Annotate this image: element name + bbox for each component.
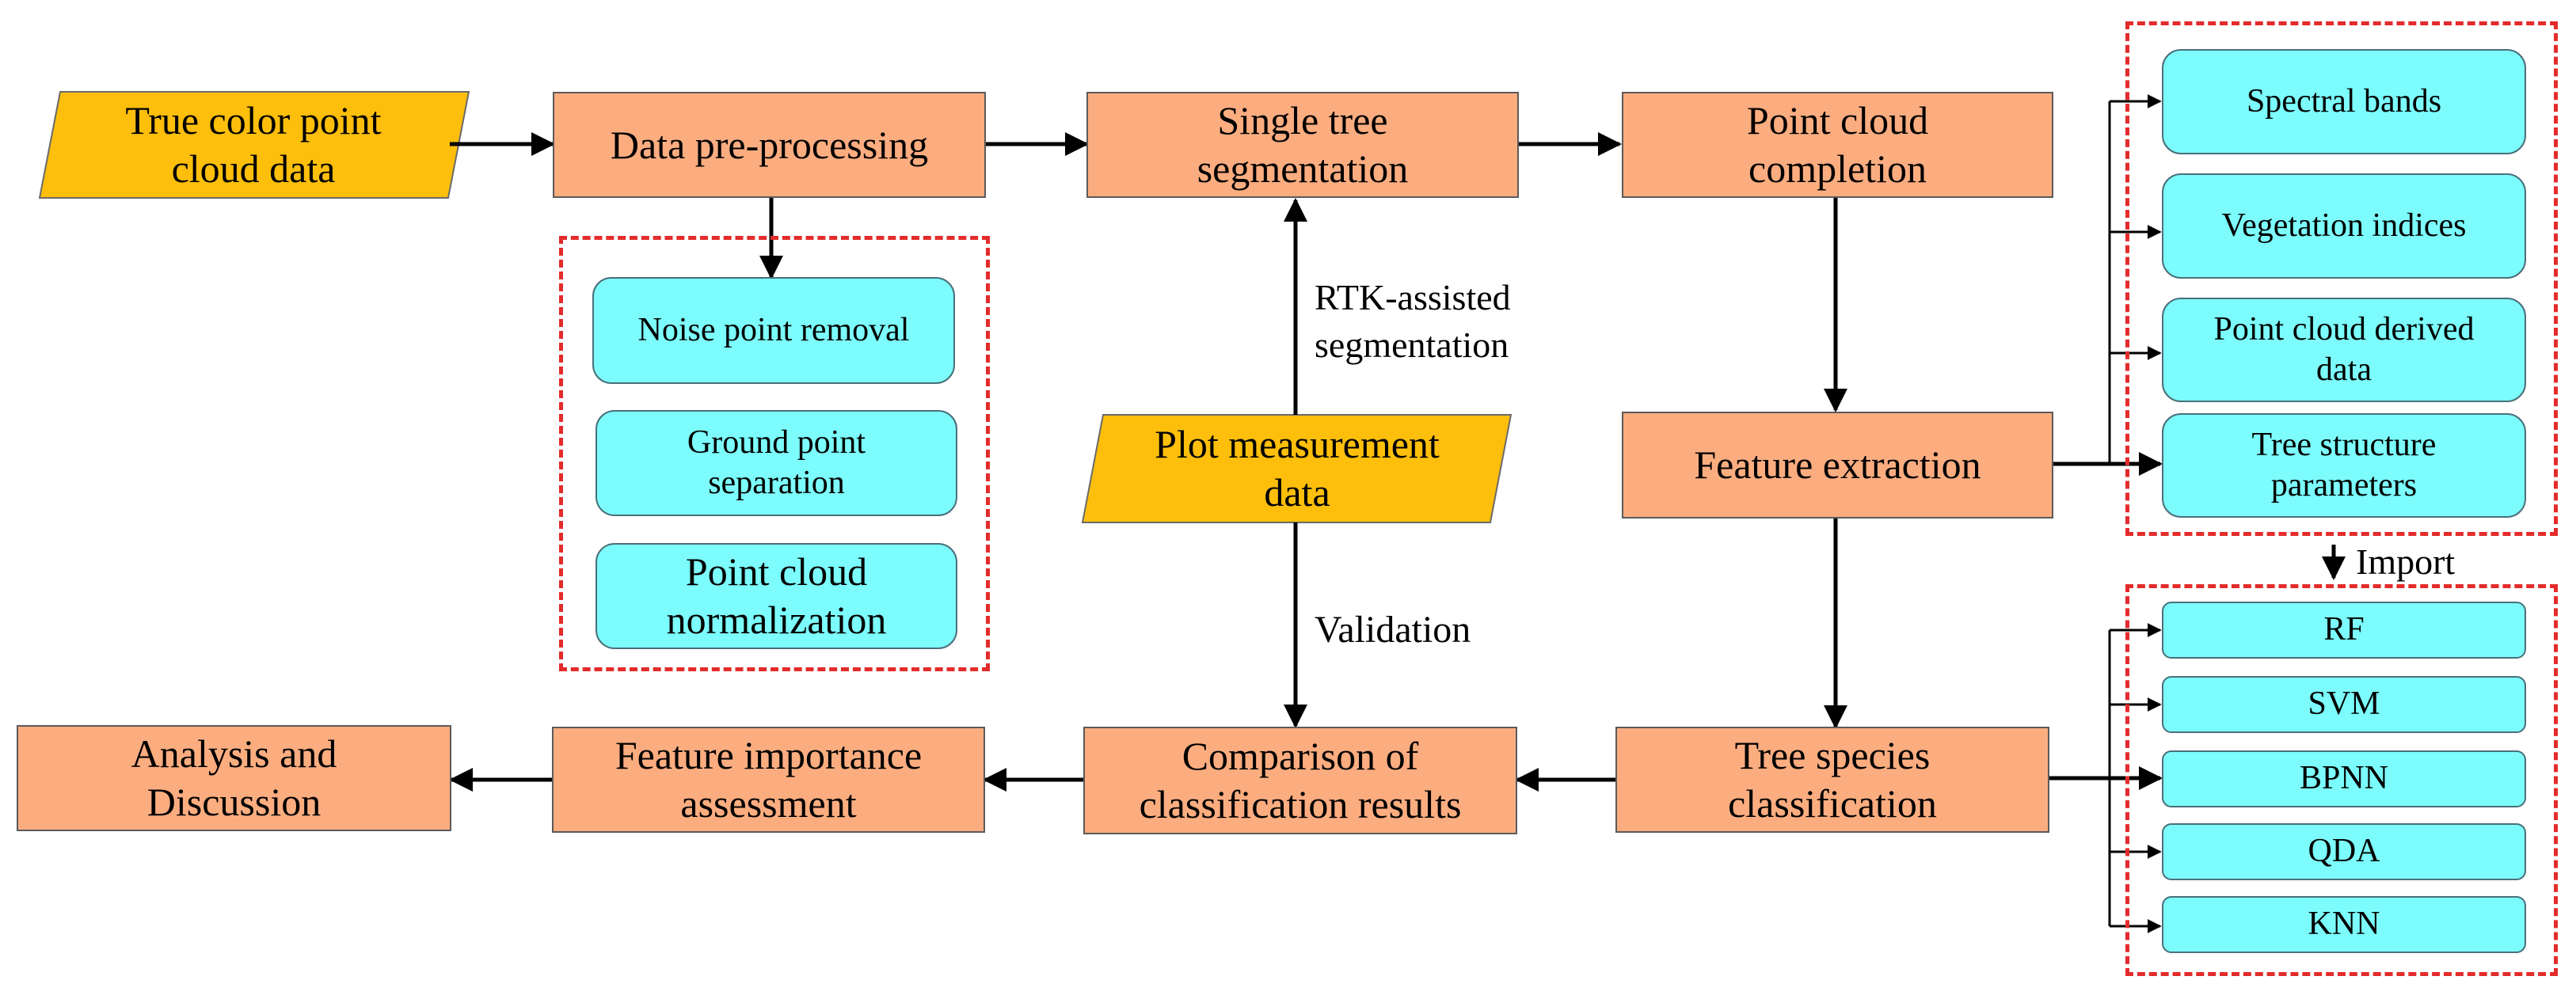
classifier-qda: QDA [2162,823,2526,880]
feature-extraction-box: Feature extraction [1622,412,2053,518]
classifier-knn: KNN [2162,896,2526,953]
vegetation-indices-feature: Vegetation indices [2162,173,2526,279]
features-group-outline [2125,21,2558,536]
preprocessing-group-outline [559,236,990,671]
validation-label: Validation [1315,609,1471,651]
point-cloud-completion-box: Point cloud completion [1622,92,2053,198]
plot-measurement-data-shape [1081,414,1512,523]
true-color-point-cloud-data: True color point cloud data [125,98,382,191]
analysis-and-discussion-box: Analysis and Discussion [17,725,451,831]
point-cloud-derived-data-feature: Point cloud derived data [2162,298,2526,402]
classifiers-group-outline [2125,584,2558,976]
classifier-bpnn: BPNN [2162,750,2526,807]
spectral-bands-feature: Spectral bands [2162,49,2526,154]
classifier-rf: RF [2162,602,2526,659]
tree-structure-parameters-feature: Tree structure parameters [2162,413,2526,518]
import-label: Import [2356,541,2456,582]
single-tree-segmentation-box: Single tree segmentation [1086,92,1519,198]
data-preprocessing-box: Data pre-processing [553,92,986,198]
comparison-of-classification-results-box: Comparison of classification results [1083,727,1517,834]
noise-point-removal-step: Noise point removal [592,277,955,384]
tree-species-classification-box: Tree species classification [1615,727,2049,833]
classifier-svm: SVM [2162,676,2526,733]
feature-importance-assessment-box: Feature importance assessment [552,727,985,833]
plot-measurement-data: Plot measurement data [1155,422,1440,515]
rtk-assisted-segmentation-label: RTK-assisted segmentation [1315,277,1511,365]
point-cloud-normalization-step: Point cloud normalization [595,543,957,649]
true-color-data-shape [38,91,470,199]
ground-point-separation-step: Ground point separation [595,410,957,516]
